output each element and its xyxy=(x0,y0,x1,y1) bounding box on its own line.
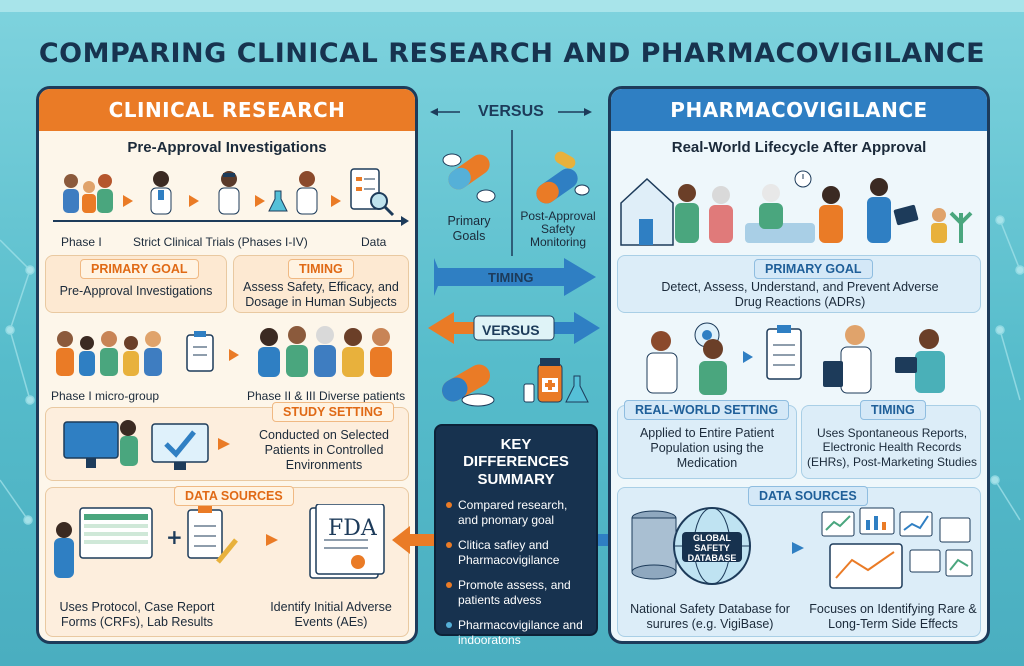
versus-top-label: VERSUS xyxy=(478,103,544,120)
diverse-group-icon xyxy=(258,326,392,377)
pharmaco-timing-tag: TIMING xyxy=(860,400,926,420)
study-setting-box: STUDY SETTING Conducted on Selected Pati… xyxy=(45,402,409,481)
key-difference-item: Compared research, and pnomary goal xyxy=(446,498,586,528)
clinical-uses-text: Uses Protocol, Case Report Forms (CRFs),… xyxy=(59,600,215,629)
pharmaco-primary-goal-box: PRIMARY GOAL Detect, Assess, Understand,… xyxy=(617,255,981,313)
pharmacovigilance-panel: PHARMACOVIGILANCE Real-World Lifecycle A… xyxy=(608,86,990,644)
timeline-data-label: Data xyxy=(361,235,387,249)
clinical-primary-goal-tag: PRIMARY GOAL xyxy=(80,259,199,279)
computer-checkmark-illustration xyxy=(63,420,209,470)
real-world-lifecycle-illustration xyxy=(620,170,973,246)
diverse-group-label: Phase II & III Diverse patients xyxy=(247,389,406,403)
pharmaco-primary-goal-text: Detect, Assess, Understand, and Prevent … xyxy=(661,280,939,309)
key-differences-box: KEY DIFFERENCES SUMMARY Compared researc… xyxy=(434,424,598,647)
pills-icon-left xyxy=(442,153,496,203)
timing-arrow-label: TIMING xyxy=(488,270,534,285)
clinical-timing-box: TIMING Assess Safety, Efficacy, and Dosa… xyxy=(233,255,409,313)
bullet-dot-icon xyxy=(446,581,452,588)
researcher-icon xyxy=(296,171,318,215)
data-report-icon xyxy=(350,168,395,217)
pharmaco-data-sources-tag: DATA SOURCES xyxy=(748,486,868,506)
fda-logo-text: FDA xyxy=(328,516,377,541)
key-difference-item: Pharmacovigilance and indooratons xyxy=(446,618,586,648)
global-database-illustration xyxy=(631,507,973,589)
post-approval-label: Post-Approval Safety Monitoring xyxy=(520,209,596,250)
capsule-icon xyxy=(442,364,495,407)
clinical-primary-goal-box: PRIMARY GOAL Pre-Approval Investigations xyxy=(45,255,227,313)
doctor-icon xyxy=(150,171,172,215)
clinical-data-sources-box: DATA SOURCES + FDA Uses Protocol, Case R… xyxy=(45,486,409,637)
clinical-timing-tag: TIMING xyxy=(288,259,354,279)
clinical-data-sources-tag: DATA SOURCES xyxy=(174,486,294,506)
national-database-text: National Safety Database for surures (e.… xyxy=(630,602,790,631)
patient-groups-illustration xyxy=(56,326,392,377)
clinical-identify-text: Identify Initial Adverse Events (AEs) xyxy=(270,600,392,629)
key-difference-item: Clitica safiey and Pharmacovigilance xyxy=(446,538,586,568)
study-setting-tag: STUDY SETTING xyxy=(272,402,394,422)
real-world-setting-box: REAL-WORLD SETTING Applied to Entire Pat… xyxy=(617,400,797,479)
global-database-label: GLOBAL SAFETY DATABASE xyxy=(687,533,737,563)
pharmaco-primary-goal-tag: PRIMARY GOAL xyxy=(754,259,873,279)
arrow-right-icon xyxy=(218,438,230,450)
flask-icon xyxy=(268,190,288,212)
center-graphics xyxy=(428,108,600,407)
clinical-subtitle: Pre-Approval Investigations xyxy=(127,139,327,156)
clinical-research-panel: CLINICAL RESEARCH Pre-Approval Investiga… xyxy=(36,86,418,644)
key-differences-title: KEY DIFFERENCES SUMMARY xyxy=(463,436,569,488)
bullet-dot-icon xyxy=(446,541,452,548)
pharmaco-subtitle: Real-World Lifecycle After Approval xyxy=(671,139,927,156)
monitoring-illustration xyxy=(646,322,945,395)
key-difference-item: Promote assess, and patients advess xyxy=(446,578,586,608)
primary-goals-label: Primary Goals xyxy=(447,214,491,243)
timeline-phase1-label: Phase I xyxy=(61,235,102,249)
page-title: COMPARING CLINICAL RESEARCH AND PHARMACO… xyxy=(38,38,986,69)
micro-group-icon xyxy=(56,331,162,376)
real-world-setting-text: Applied to Entire Patient Population usi… xyxy=(639,426,775,470)
clinical-research-header: CLINICAL RESEARCH xyxy=(39,89,415,131)
bullet-dot-icon xyxy=(446,621,452,628)
medicine-bottle-icon xyxy=(523,358,589,403)
real-world-setting-tag: REAL-WORLD SETTING xyxy=(624,400,790,420)
clinical-timeline-illustration xyxy=(53,168,409,226)
pharmaco-timing-text: Uses Spontaneous Reports, Electronic Hea… xyxy=(806,426,978,469)
clinical-primary-goal-text: Pre-Approval Investigations xyxy=(59,284,213,298)
pharmaco-data-sources-box: DATA SOURCES GLOBAL SAFETY DATABASE Nati… xyxy=(617,486,981,637)
focuses-text: Focuses on Identifying Rare & Long-Term … xyxy=(809,602,977,631)
pharmacovigilance-header: PHARMACOVIGILANCE xyxy=(611,89,987,131)
micro-group-label: Phase I micro-group xyxy=(51,389,160,403)
study-setting-text: Conducted on Selected Patients in Contro… xyxy=(259,428,389,472)
scientist-icon xyxy=(218,171,240,215)
family-icon xyxy=(63,174,113,213)
pharmaco-timing-box: TIMING Uses Spontaneous Reports, Electro… xyxy=(801,400,981,479)
clinical-timing-text: Assess Safety, Efficacy, and Dosage in H… xyxy=(243,280,399,309)
svg-text:+: + xyxy=(166,525,183,549)
bullet-dot-icon xyxy=(446,501,452,508)
versus-mid-label: VERSUS xyxy=(482,322,540,338)
data-sources-illustration: + xyxy=(54,504,385,579)
timeline-trials-label: Strict Clinical Trials (Phases I-IV) xyxy=(133,235,308,249)
clipboard-icon xyxy=(186,331,214,372)
top-strip xyxy=(0,0,1024,12)
pills-icon-right xyxy=(536,151,590,204)
